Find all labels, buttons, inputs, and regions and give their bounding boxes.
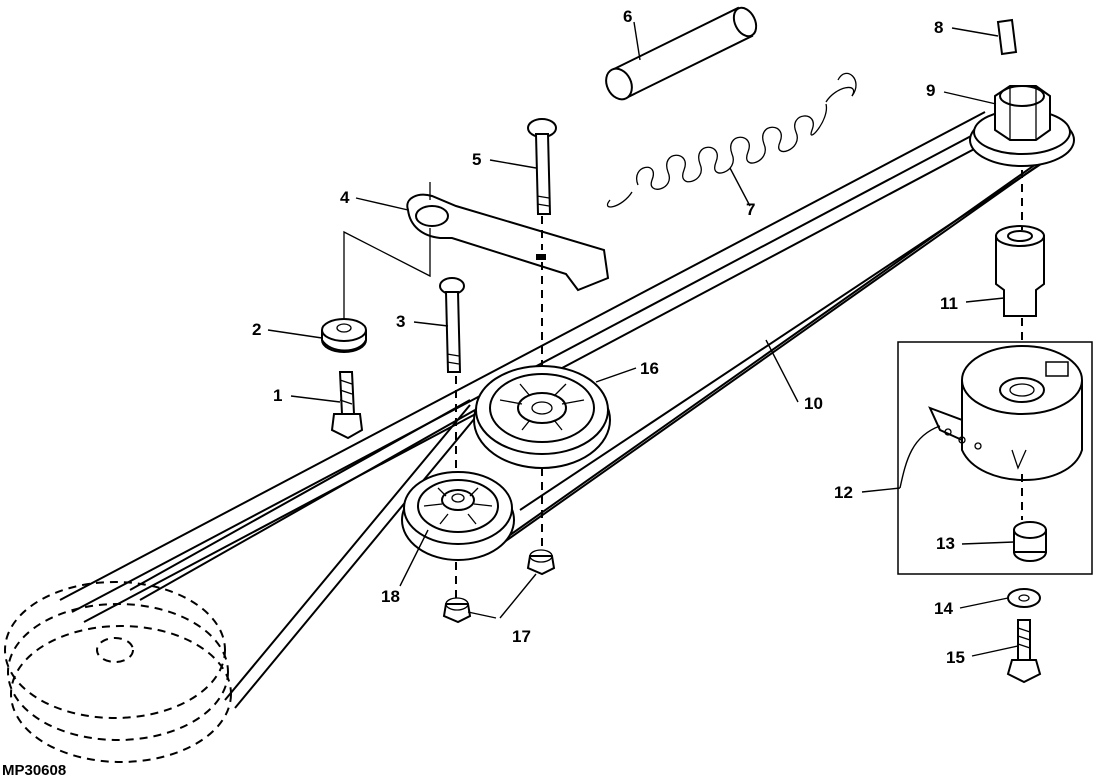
idler-arm-part-4 (343, 182, 610, 320)
callout-12: 12 (834, 483, 853, 502)
callout-2: 2 (252, 320, 262, 339)
callout-13: 13 (936, 534, 955, 553)
flange-nut-part-17a (526, 549, 556, 576)
bolt-part-15 (1006, 619, 1042, 684)
carriage-bolt-part-5 (527, 118, 557, 215)
spring-part-7 (607, 72, 857, 208)
v-idler-pulley-part-18 (401, 471, 515, 561)
engine-sheave-part-9 (969, 85, 1075, 167)
callout-14: 14 (934, 599, 953, 618)
bolt-part-1 (330, 371, 364, 440)
deck-pulley (4, 581, 232, 763)
key-part-8 (996, 18, 1018, 56)
callout-16: 16 (640, 359, 659, 378)
callout-1: 1 (273, 386, 283, 405)
sleeve-part-6 (605, 6, 758, 101)
bolt-part-3 (439, 277, 465, 373)
callout-15: 15 (946, 648, 965, 667)
callout-4: 4 (340, 188, 350, 207)
bushing-part-13 (1013, 521, 1047, 562)
flange-nut-part-17b (442, 597, 472, 624)
callout-3: 3 (396, 312, 406, 331)
callout-6: 6 (623, 7, 633, 26)
callout-8: 8 (934, 18, 944, 37)
spacer-part-11 (995, 225, 1045, 317)
callout-17: 17 (512, 627, 531, 646)
washer-part-14 (1007, 588, 1041, 608)
flat-idler-pulley-part-16 (473, 365, 611, 469)
callout-7: 7 (746, 200, 756, 219)
bushing-part-2 (321, 318, 367, 353)
leader-lines (267, 21, 1019, 657)
callout-11: 11 (940, 294, 958, 313)
callout-5: 5 (472, 150, 482, 169)
callout-10: 10 (804, 394, 823, 413)
figure-id: MP30608 (2, 762, 67, 779)
callout-9: 9 (926, 81, 936, 100)
pto-clutch-part-12 (897, 341, 1093, 575)
callout-18: 18 (381, 587, 400, 606)
